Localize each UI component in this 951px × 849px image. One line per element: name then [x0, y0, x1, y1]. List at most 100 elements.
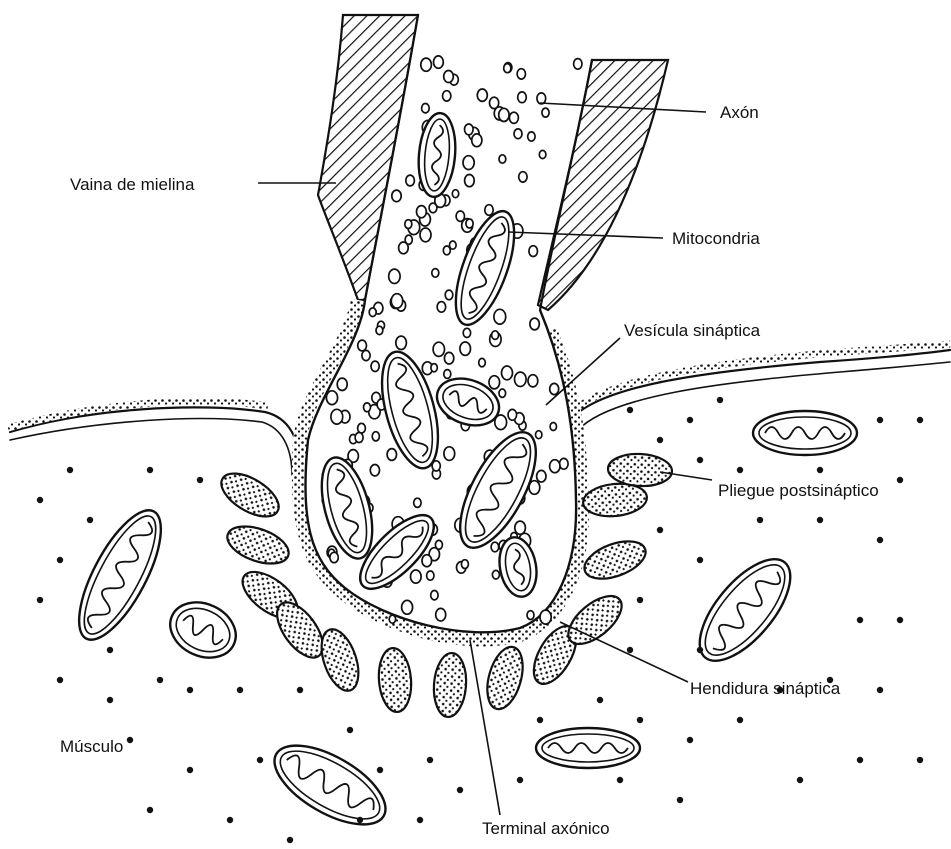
synaptic-vesicle [337, 378, 347, 390]
muscle-dot [357, 817, 363, 823]
synaptic-vesicle [387, 449, 396, 461]
synaptic-vesicle [369, 308, 376, 317]
muscle-dot [107, 647, 113, 653]
synaptic-vesicle [491, 542, 499, 552]
synaptic-vesicle [472, 134, 482, 147]
synaptic-vesicle [417, 206, 427, 218]
synaptic-vesicle [444, 71, 454, 83]
synaptic-vesicle [515, 521, 526, 534]
muscle-dot [147, 467, 153, 473]
synaptic-vesicle [540, 610, 551, 624]
muscle-dot [57, 557, 63, 563]
synaptic-vesicle [362, 350, 370, 360]
muscle-dot [67, 467, 73, 473]
synaptic-vesicle [509, 112, 518, 123]
synaptic-vesicle [539, 150, 546, 158]
postsynaptic-fold [432, 652, 468, 718]
synaptic-vesicle [504, 64, 511, 73]
synaptic-vesicle [355, 433, 363, 443]
synaptic-vesicle [414, 498, 421, 507]
muscle-dot [917, 757, 923, 763]
label-muscle: Músculo [60, 737, 123, 756]
synaptic-vesicle [517, 69, 525, 79]
synaptic-vesicle [392, 190, 401, 202]
synaptic-vesicle [461, 560, 468, 569]
synaptic-vesicle [574, 59, 582, 70]
synaptic-vesicle [536, 431, 542, 439]
synaptic-vesicle [489, 376, 500, 389]
muscle-dot [697, 647, 703, 653]
postsynaptic-fold [607, 452, 673, 487]
muscle-dot [627, 407, 633, 413]
muscle-dot [657, 437, 663, 443]
muscle-dot [737, 717, 743, 723]
muscle-dot [857, 617, 863, 623]
synaptic-vesicle [431, 591, 438, 600]
synaptic-vesicle [485, 205, 493, 216]
synaptic-vesicle [370, 465, 379, 476]
postsynaptic-fold [222, 519, 293, 571]
muscle-dot [157, 677, 163, 683]
synaptic-vesicle [465, 175, 475, 187]
synaptic-vesicle [514, 129, 522, 139]
synaptic-vesicle [427, 571, 434, 580]
muscle-dot [187, 687, 193, 693]
synaptic-vesicle [376, 326, 383, 334]
muscle-dot [877, 687, 883, 693]
mitochondrion [684, 545, 807, 676]
muscle-dot [687, 737, 693, 743]
postsynaptic-fold [579, 534, 650, 586]
muscle-dot [37, 497, 43, 503]
muscle-dot [517, 777, 523, 783]
synaptic-vesicle [530, 318, 539, 330]
muscle-dot [597, 697, 603, 703]
muscle-dot [877, 417, 883, 423]
label-synaptic-cleft: Hendidura sináptica [690, 679, 841, 698]
muscle-dot [237, 687, 243, 693]
synaptic-vesicle [529, 246, 538, 257]
muscle-dot [127, 737, 133, 743]
muscle-dot [817, 467, 823, 473]
synaptic-vesicle [444, 447, 455, 461]
muscle-dot [657, 527, 663, 533]
synaptic-vesicle [436, 608, 446, 621]
muscle-dot [147, 807, 153, 813]
muscle-dot [107, 697, 113, 703]
muscle-dot [257, 757, 263, 763]
synaptic-vesicle [479, 358, 486, 366]
synaptic-vesicle [437, 302, 446, 313]
muscle-dot [717, 397, 723, 403]
label-axon: Axón [720, 103, 759, 122]
muscle-dot [347, 727, 353, 733]
synaptic-vesicle [550, 423, 556, 431]
synaptic-vesicle [405, 220, 412, 229]
synaptic-vesicle [502, 366, 513, 380]
synaptic-vesicle [358, 423, 366, 433]
synaptic-vesicle [396, 336, 407, 349]
synaptic-vesicle [435, 540, 442, 549]
synaptic-vesicle [445, 290, 453, 300]
synaptic-vesicle [477, 89, 487, 101]
muscle-dot [37, 597, 43, 603]
muscle-dot [627, 647, 633, 653]
synaptic-vesicle [411, 570, 422, 583]
muscle-dot [187, 767, 193, 773]
muscle-dot [797, 777, 803, 783]
muscle-dot [817, 517, 823, 523]
muscle-dot [737, 467, 743, 473]
synaptic-vesicle [372, 432, 379, 441]
synaptic-vesicle [460, 342, 471, 355]
synaptic-vesicle [508, 409, 517, 420]
muscle-dot [897, 617, 903, 623]
muscle-dot [427, 757, 433, 763]
synaptic-vesicle [389, 615, 395, 623]
muscle-dot [687, 417, 693, 423]
synaptic-vesicle [492, 570, 499, 579]
muscle-dot [87, 517, 93, 523]
muscle-dot [287, 837, 293, 843]
muscle-dot [537, 717, 543, 723]
postsynaptic-fold [377, 647, 414, 713]
synaptic-vesicle [499, 155, 506, 163]
